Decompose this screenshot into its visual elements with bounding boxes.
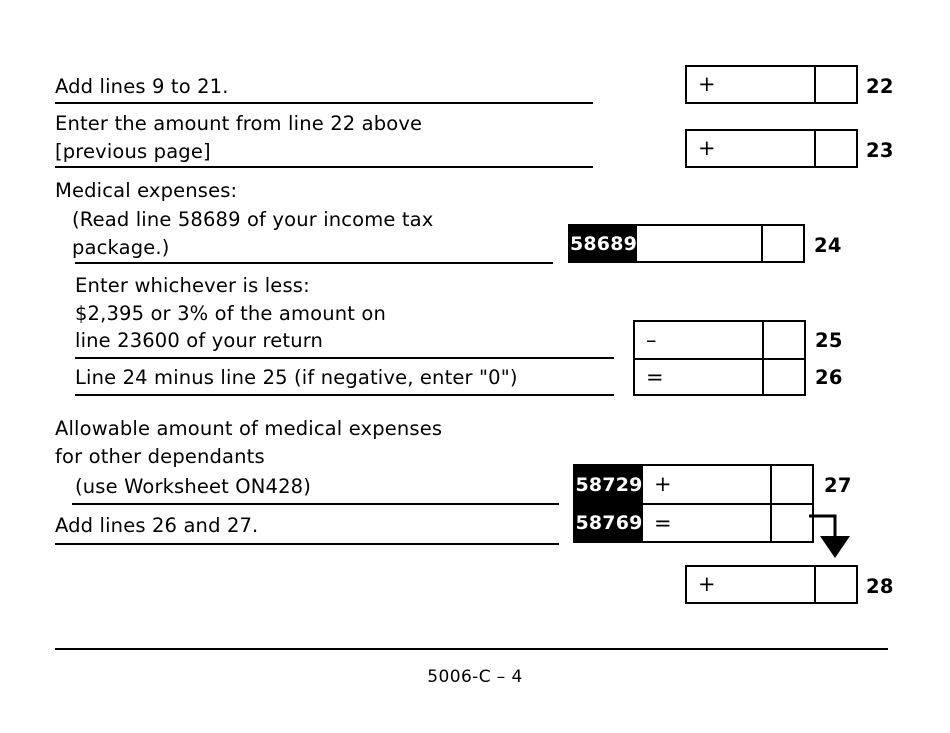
medical-expenses-heading: Medical expenses:: [55, 179, 238, 202]
line-total-code-chip: 58769: [575, 505, 643, 541]
line-25-label-suffix: :: [303, 274, 310, 297]
line-24-cents-field[interactable]: [761, 226, 803, 261]
line-25-underline: [75, 357, 614, 359]
medical-note-line-2: package.): [72, 235, 170, 259]
line-number-28: 28: [866, 575, 894, 598]
line-24-dollars-field[interactable]: [637, 226, 761, 261]
line-25-label-line-2: $2,395 or 3% of the amount on: [75, 301, 386, 325]
line-23-cents-field[interactable]: [814, 131, 856, 166]
plus-sign-icon: +: [698, 572, 716, 596]
line-total-dollars-field[interactable]: =: [643, 505, 770, 541]
line-25-label: Enter whichever is less: $2,395 or 3% of…: [75, 272, 386, 355]
line-23-label-line-2: [previous page]: [55, 139, 211, 163]
line-26-underline: [75, 394, 614, 396]
line-27-worksheet-note: (use Worksheet ON428): [75, 475, 311, 498]
line-total-underline: [55, 543, 559, 545]
line-number-24: 24: [814, 234, 842, 257]
line-28-cents-field[interactable]: [814, 567, 856, 602]
line-27-underline: [72, 503, 559, 505]
line-28-dollars-field[interactable]: +: [687, 567, 814, 602]
line-25-label-line-3: line 23600 of your return: [75, 329, 324, 352]
line-25-dollars-field[interactable]: –: [635, 322, 762, 358]
line-22-amount-box[interactable]: +: [685, 65, 858, 104]
line-26-dollars-field[interactable]: =: [635, 360, 762, 394]
line-22-underline: [55, 102, 593, 104]
line-22-label: Add lines 9 to 21.: [55, 75, 229, 98]
line-22-dollars-field[interactable]: +: [687, 67, 814, 102]
line-total-label: Add lines 26 and 27.: [55, 514, 259, 537]
minus-sign-icon: –: [646, 327, 657, 352]
line-27-cents-field[interactable]: [770, 466, 812, 503]
equals-sign-icon: =: [654, 510, 672, 535]
line-number-22: 22: [866, 75, 894, 98]
line-27-label-line-2: for other dependants: [55, 444, 265, 468]
line-23-dollars-field[interactable]: +: [687, 131, 814, 166]
line-24-amount-box[interactable]: 58689: [568, 224, 805, 263]
line-25-label-prefix: Enter: [75, 274, 135, 297]
line-26-cents-field[interactable]: [762, 360, 804, 394]
line-25-row[interactable]: –: [635, 322, 804, 358]
plus-sign-icon: +: [654, 472, 672, 496]
plus-sign-icon: +: [698, 72, 716, 96]
line-27-label-line-1: Allowable amount of medical expenses: [55, 417, 443, 440]
line-total-row[interactable]: 58769 =: [575, 503, 812, 541]
medical-expenses-note: (Read line 58689 of your income tax pack…: [72, 206, 433, 261]
line-22-cents-field[interactable]: [814, 67, 856, 102]
line-26-label: Line 24 minus line 25 (if negative, ente…: [75, 366, 518, 389]
line-number-25: 25: [815, 329, 843, 352]
line-number-27: 27: [824, 474, 852, 497]
line-23-label: Enter the amount from line 22 above [pre…: [55, 110, 422, 165]
line-number-23: 23: [866, 139, 894, 162]
footer-divider: [55, 648, 888, 650]
line-24-underline: [75, 262, 553, 264]
footer-form-code: 5006-C – 4: [427, 667, 523, 687]
line-25-label-emphasis: whichever is less: [134, 274, 304, 297]
line-28-amount-box[interactable]: +: [685, 565, 858, 604]
line-25-26-amount-stack[interactable]: – =: [633, 320, 806, 396]
line-27-dollars-field[interactable]: +: [643, 466, 770, 503]
line-23-underline: [55, 166, 593, 168]
line-27-row[interactable]: 58729 +: [575, 466, 812, 503]
line-number-26: 26: [815, 366, 843, 389]
line-23-amount-box[interactable]: +: [685, 129, 858, 168]
line-26-row[interactable]: =: [635, 358, 804, 394]
line-27-total-amount-stack[interactable]: 58729 + 58769 =: [573, 464, 814, 543]
line-27-code-chip: 58729: [575, 466, 643, 503]
line-25-label-line-1: Enter whichever is less:: [75, 272, 386, 300]
line-23-label-line-1: Enter the amount from line 22 above: [55, 112, 423, 135]
medical-note-line-1: (Read line 58689 of your income tax: [72, 208, 434, 231]
plus-sign-icon: +: [698, 136, 716, 160]
line-25-cents-field[interactable]: [762, 322, 804, 358]
line-total-cents-field[interactable]: [770, 505, 812, 541]
carry-forward-arrow-icon: [808, 512, 868, 560]
line-24-code-chip: 58689: [570, 226, 637, 261]
equals-sign-icon: =: [646, 364, 664, 389]
line-27-label: Allowable amount of medical expenses for…: [55, 415, 442, 470]
